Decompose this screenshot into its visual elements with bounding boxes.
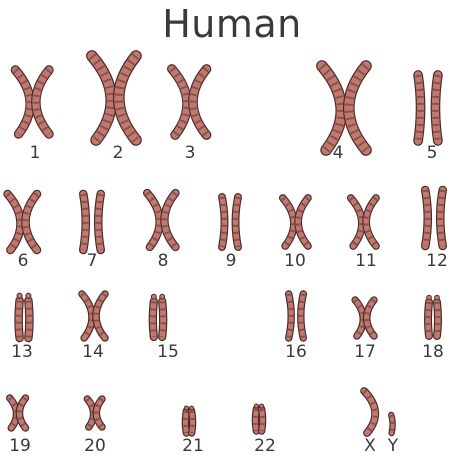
chromosome-label-6: 6 xyxy=(18,251,29,271)
chromosome-8 xyxy=(147,193,175,247)
chromosome-12 xyxy=(425,190,442,246)
chromosome-16 xyxy=(289,294,304,338)
chromosome-11 xyxy=(351,198,376,246)
chromosome-15 xyxy=(151,294,164,337)
chromosome-label-11: 11 xyxy=(355,251,377,271)
chromosome-label-21: 21 xyxy=(182,436,204,456)
chromosome-label-2: 2 xyxy=(113,143,124,163)
chromosome-1 xyxy=(15,70,49,134)
chromosome-label-4: 4 xyxy=(333,143,344,163)
chromosome-21 xyxy=(184,406,193,433)
chromosome-label-14: 14 xyxy=(82,342,104,362)
chromosome-9 xyxy=(222,197,238,247)
chromosome-17 xyxy=(355,300,374,336)
chromosome-13 xyxy=(17,293,31,338)
chromosome-label-20: 20 xyxy=(84,436,106,456)
chromosome-6 xyxy=(8,194,37,250)
chromosome-x xyxy=(364,391,375,433)
chromosome-label-1: 1 xyxy=(30,143,41,163)
chromosome-19 xyxy=(10,398,26,428)
chromosome-label-8: 8 xyxy=(158,251,169,271)
chromosome-label-18: 18 xyxy=(422,342,444,362)
chromosome-label-5: 5 xyxy=(427,143,438,163)
chromosome-2 xyxy=(92,56,136,140)
chromosome-10 xyxy=(283,198,308,246)
chromosome-label-22: 22 xyxy=(254,436,276,456)
chromosome-14 xyxy=(82,294,105,338)
chromosome-label-12: 12 xyxy=(426,251,448,271)
chromosome-18 xyxy=(427,295,440,336)
chromosome-label-16: 16 xyxy=(285,342,307,362)
chromosome-label-15: 15 xyxy=(157,342,179,362)
chromosome-20 xyxy=(87,399,102,427)
chromosome-5 xyxy=(418,75,438,141)
chromosome-3 xyxy=(172,69,207,135)
chromosome-label-3: 3 xyxy=(185,143,196,163)
chromosome-label-y: Y xyxy=(387,436,399,456)
chromosome-22 xyxy=(254,404,263,431)
chromosome-label-9: 9 xyxy=(226,251,237,271)
chromosome-4 xyxy=(322,66,366,150)
chromosome-label-19: 19 xyxy=(9,436,31,456)
chromosome-label-x: X xyxy=(364,436,376,456)
chromosome-7 xyxy=(83,194,100,250)
chromosome-label-7: 7 xyxy=(87,251,98,271)
chromosome-label-13: 13 xyxy=(11,342,33,362)
chromosome-label-17: 17 xyxy=(354,342,376,362)
chromosome-y xyxy=(391,415,392,433)
chromosome-label-10: 10 xyxy=(284,251,306,271)
